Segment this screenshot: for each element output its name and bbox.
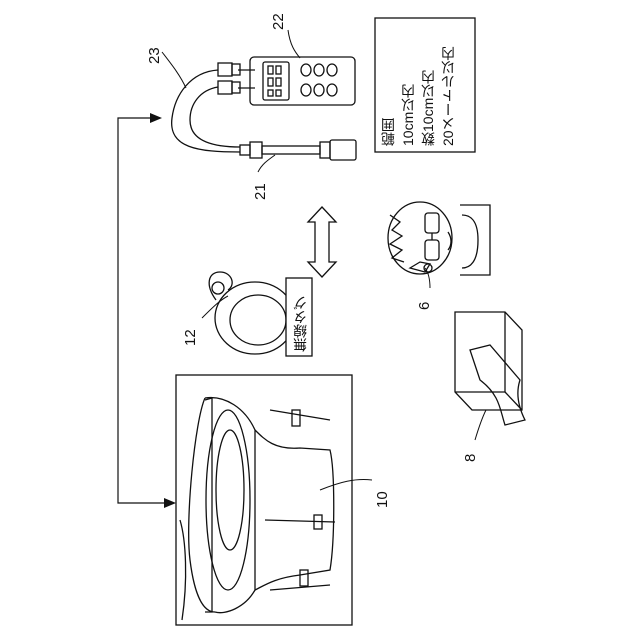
wireless-tag-label: 無線タグ <box>290 282 310 352</box>
ref-23: 23 <box>146 47 163 64</box>
range-line-2: 数10cm以内 <box>420 26 436 146</box>
probe-antenna <box>240 140 356 160</box>
drum <box>180 398 335 620</box>
reader-device <box>218 57 355 105</box>
range-line-1: 10cm以内 <box>400 26 416 146</box>
tissue-box <box>455 312 525 425</box>
drum-photo-frame <box>176 375 352 625</box>
connection-arrow <box>118 113 176 508</box>
ref-8: 8 <box>462 454 479 462</box>
range-title: 範囲 <box>380 26 396 146</box>
ref-22: 22 <box>270 13 287 30</box>
ref-21: 21 <box>252 183 269 200</box>
ref-6: 6 <box>416 302 433 310</box>
communication-arrow <box>308 207 336 277</box>
ref-10: 10 <box>374 491 391 508</box>
reader-cable <box>172 70 240 152</box>
person-with-tag <box>388 202 490 275</box>
range-line-3: 20メートル以内 <box>440 26 456 146</box>
ref-12: 12 <box>182 329 199 346</box>
